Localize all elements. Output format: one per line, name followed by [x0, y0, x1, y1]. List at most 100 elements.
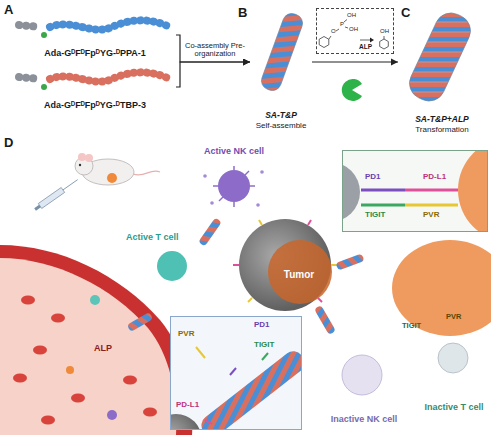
nk-cell-drawing: [219, 197, 223, 201]
nanofiber-drawing: [259, 11, 305, 93]
nk-cell-drawing: [203, 174, 207, 178]
phosphate-reaction: [336, 29, 339, 31]
blood-vessel: [71, 394, 85, 403]
blood-vessel: [107, 410, 117, 420]
tumor-drawing: [233, 220, 337, 302]
nk-cell-drawing: [213, 166, 255, 207]
nk-cell: Inactive NK cell: [318, 352, 410, 424]
inset-drawing: [342, 150, 488, 232]
arrow-label: Co-assembly Pre-organization: [182, 42, 248, 59]
nk-cell-drawing: [203, 166, 264, 207]
nk-cell-drawing: [342, 355, 382, 395]
atom-label: OH: [347, 12, 356, 19]
blood-vessel: [0, 245, 193, 435]
blood-vessel: [21, 296, 35, 305]
tumor: Tumor: [239, 219, 331, 311]
peptide-chain: [41, 84, 47, 90]
blood-vessel: [0, 258, 176, 435]
node-text: Inactive NK cell: [331, 414, 398, 424]
node-text: TIGIT: [254, 340, 274, 349]
peptide-chain: [50, 20, 172, 29]
node-text: Ada-GᴰFᴰFpᴰYG-ᴰPPA-1: [44, 48, 146, 58]
panel-letter: A: [4, 3, 13, 18]
nanofiber-drawing: [127, 312, 154, 332]
peptide-chain: [50, 72, 172, 81]
phosphate-reaction: [360, 40, 371, 41]
syringe-drawing: [38, 187, 64, 208]
node-text: SA-T&P: [265, 111, 297, 121]
receptor-label: TIGIT: [402, 322, 421, 331]
t-cell: Active T cell: [126, 232, 198, 282]
tumor-drawing: [268, 240, 332, 304]
nanofiber-drawing: [404, 8, 476, 107]
nk-cell-drawing: [233, 202, 235, 207]
nanofiber-drawing: [314, 305, 336, 335]
atom-label: OH: [349, 26, 358, 33]
peptide-chain: [19, 20, 172, 38]
inset-drawing: [405, 189, 458, 192]
blood-vessel: [41, 416, 55, 425]
blood-vessel: [33, 346, 47, 355]
inset-drawing: [197, 347, 302, 430]
inset-drawing: [361, 204, 405, 207]
enzyme-symbol: [342, 79, 362, 101]
inset-drawing: [458, 150, 488, 232]
tumor-tissue: [392, 240, 491, 336]
node-text: Tumor: [284, 269, 314, 281]
tumor-drawing: [233, 219, 337, 311]
syringe-drawing: [63, 180, 78, 190]
mouse-drawing: [85, 154, 93, 162]
nk-cell-drawing: [233, 166, 235, 170]
nanofiber-drawing: [198, 217, 222, 246]
phosphate-reaction: [329, 36, 331, 39]
tumor-drawing: [239, 219, 331, 311]
tumor-drawing: [259, 220, 262, 225]
tumor-drawing: [318, 298, 322, 302]
inset-drawing: [342, 162, 360, 222]
nanofiber-drawing: [314, 305, 336, 335]
inset-drawing: [230, 368, 236, 375]
phosphate-reaction: [345, 27, 348, 28]
nk-cell-drawing: [210, 201, 214, 205]
atom-label: O: [331, 28, 336, 35]
nanofiber-drawing: [335, 253, 364, 270]
atom-label: P: [340, 21, 344, 28]
blood-vessel: [90, 295, 100, 305]
tumor-drawing: [248, 298, 252, 302]
syringe-drawing: [34, 205, 41, 211]
peptide-chain: [19, 77, 40, 79]
mouse-drawing: [78, 153, 86, 161]
blood-vessel: [143, 408, 157, 417]
phosphate-reaction: [384, 36, 385, 39]
peptide-chain: [41, 32, 47, 38]
process-arrow: [176, 62, 250, 87]
nanofiber-drawing: [127, 312, 154, 332]
node-text: Inactive T cell: [424, 402, 483, 412]
t-cell-drawing: [157, 251, 187, 281]
node-text: TIGIT: [365, 210, 385, 219]
phosphate-reaction: [380, 39, 389, 49]
node-text: ALP: [359, 43, 372, 50]
inset-drawing: [205, 420, 212, 424]
inset-drawing: [405, 204, 458, 207]
process-arrow: [176, 35, 250, 62]
node-text: Active T cell: [126, 232, 179, 242]
nk-cell-drawing: [250, 185, 255, 187]
inset-drawing: [170, 316, 302, 430]
inset-drawing: [170, 414, 202, 430]
mouse-drawing: [133, 171, 160, 175]
panel-letter: B: [238, 6, 247, 21]
peptide-molecule: Ada-GᴰFᴰFpᴰYG-ᴰTBP-3: [14, 64, 176, 110]
phosphate-reaction: [370, 38, 374, 43]
nk-cell-drawing: [213, 185, 218, 187]
nanofiber-drawing: [404, 8, 476, 107]
node-text: PD-L1: [176, 400, 199, 409]
mouse-drawing: [79, 164, 81, 166]
syringe-drawing: [33, 177, 79, 212]
inset-drawing: [196, 347, 205, 358]
node-text: PD1: [254, 320, 270, 329]
inset-drawing: [361, 189, 405, 192]
